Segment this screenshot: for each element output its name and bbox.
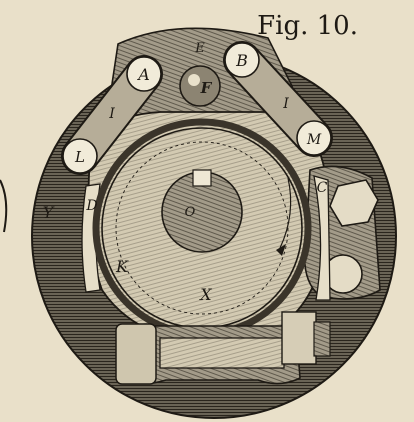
figure-caption: Fig. 10. [257,11,358,41]
label-e: E [194,41,205,56]
label-y: Y [43,203,55,222]
pin-l [62,138,98,174]
label-i-left: I [108,106,115,122]
rotation-arrowhead [276,244,286,256]
pin-a [126,56,162,92]
label-l: L [74,148,85,166]
hex-bolt-upper [329,179,379,227]
screw-shaft [159,337,285,369]
label-c: C [317,180,328,196]
label-k: K [115,257,129,276]
rotation-arrow [279,177,292,249]
thread [313,321,331,357]
pin-m [296,120,332,156]
label-m: M [306,132,322,148]
label-i-right: I [282,96,289,112]
label-d: D [85,198,97,214]
pad-c [313,175,331,301]
nut [281,311,317,365]
label-f: F [200,79,213,97]
label-x: X [198,285,212,304]
pin-b [224,42,260,78]
edge-arc [0,179,8,233]
label-b: B [235,51,248,70]
label-o: O [185,205,196,220]
pin-f-highlight [188,74,200,86]
keyway [192,169,212,187]
label-a: A [136,65,150,84]
drum-dashed-circle [115,141,289,315]
screw-head [115,323,157,385]
